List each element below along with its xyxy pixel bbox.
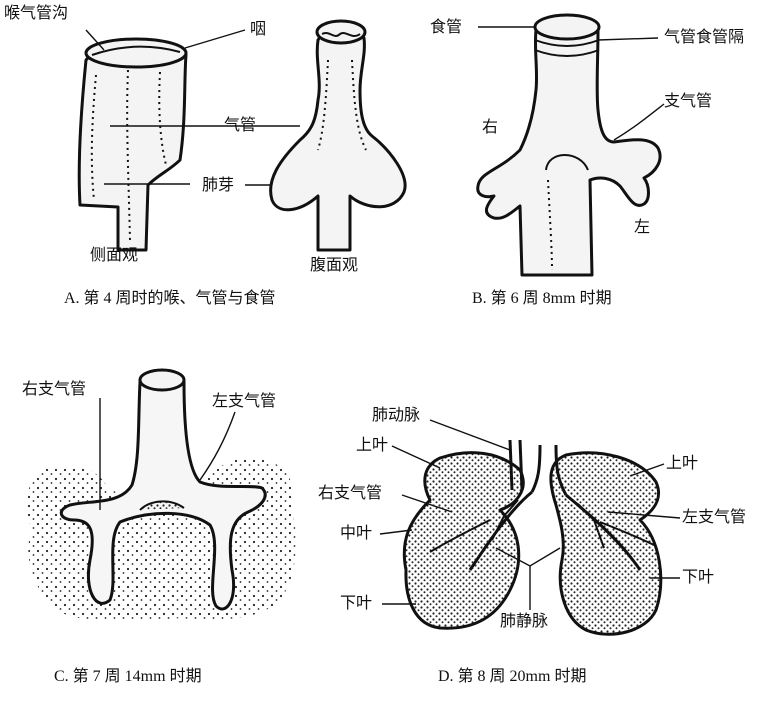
label-lower-lobe-right: 下叶 [340, 594, 372, 612]
label-pharynx: 咽 [250, 20, 266, 38]
label-laryngotracheal-groove: 喉气管沟 [4, 4, 68, 22]
ventral-foregut-tube [271, 26, 405, 250]
label-bronchus: 支气管 [664, 92, 712, 110]
caption-c: C. 第 7 周 14mm 时期 [54, 668, 202, 686]
caption-b: B. 第 6 周 8mm 时期 [472, 290, 612, 308]
label-c-left-bronchus: 左支气管 [212, 392, 276, 410]
label-tracheoesophageal-septum: 气管食管隔 [664, 28, 744, 46]
label-lower-lobe-left: 下叶 [682, 568, 714, 586]
pulmonary-artery-vessel-2 [520, 440, 522, 490]
label-trachea: 气管 [224, 116, 256, 134]
panel-d-drawing [404, 440, 660, 634]
panel-b-top-opening [535, 15, 599, 39]
label-middle-lobe: 中叶 [340, 524, 372, 542]
label-upper-lobe-right: 上叶 [356, 436, 388, 454]
leader-upper-lobe-right [392, 446, 440, 468]
panel-d-left-lung [551, 453, 661, 634]
label-lung-bud: 肺芽 [202, 176, 234, 194]
leader-bronchus [614, 104, 664, 140]
pulmonary-artery-vessel [510, 440, 512, 490]
panel-d-right-lung [404, 453, 523, 629]
label-upper-lobe-left: 上叶 [666, 454, 698, 472]
label-c-right-bronchus: 右支气管 [22, 380, 86, 398]
ventral-top-opening [317, 21, 365, 43]
label-d-right-bronchus: 右支气管 [318, 484, 382, 502]
panel-a-ventral-view [271, 21, 405, 250]
caption-d: D. 第 8 周 20mm 时期 [438, 668, 586, 686]
label-ventral-view: 腹面观 [310, 256, 358, 274]
label-left: 左 [634, 218, 650, 236]
label-right: 右 [482, 118, 498, 136]
panel-a-lateral-view [79, 39, 186, 250]
label-esophagus: 食管 [430, 18, 462, 36]
panel-b-drawing [478, 15, 660, 275]
caption-a: A. 第 4 周时的喉、气管与食管 [64, 290, 276, 308]
panel-b-trachea-bronchi [478, 30, 660, 275]
label-pulmonary-artery: 肺动脉 [372, 406, 420, 424]
label-d-left-bronchus: 左支气管 [682, 508, 746, 526]
leader-pharynx [185, 30, 245, 48]
label-pulmonary-vein: 肺静脉 [500, 612, 548, 630]
label-lateral-view: 侧面观 [90, 246, 138, 264]
leader-pulmonary-artery [430, 420, 510, 450]
leader-septum [598, 38, 658, 40]
panel-c-top-opening [140, 370, 184, 390]
